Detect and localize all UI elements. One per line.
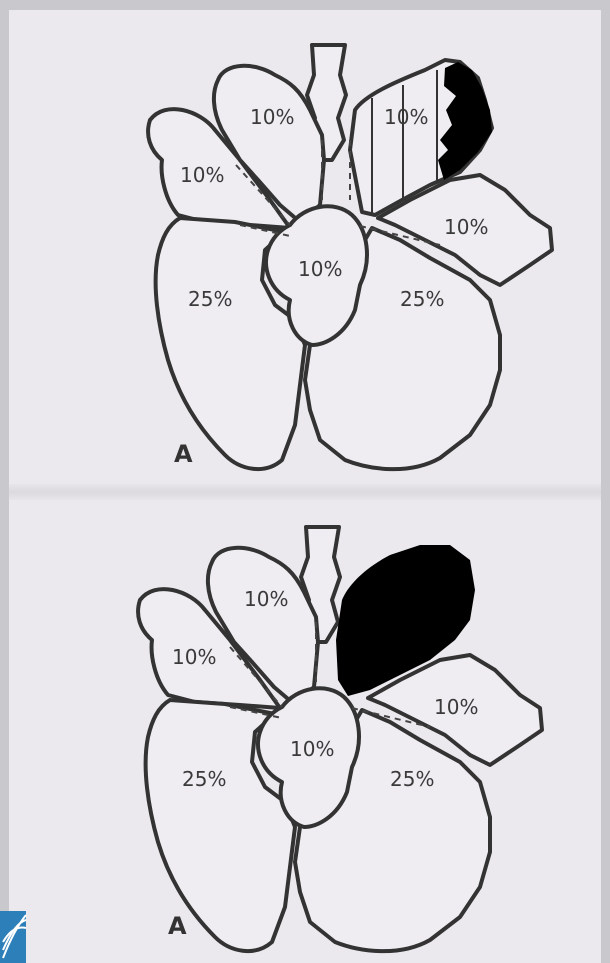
label-lower-right-pct: 25% — [390, 767, 434, 791]
label-center-pct: 10% — [298, 257, 342, 281]
label-lower-right-pct: 25% — [400, 287, 444, 311]
label-lower-left-pct: 25% — [188, 287, 232, 311]
label-right-mid-pct: 10% — [434, 695, 478, 719]
panel-label-top: A — [174, 440, 193, 468]
publisher-logo-icon — [0, 911, 26, 963]
label-left-mid-pct: 10% — [172, 645, 216, 669]
panel-label-bottom: A — [168, 912, 187, 940]
panel-bottom: 10% 10% 10% 10% 25% 25% A — [138, 527, 542, 951]
label-upper-left-pct: 10% — [250, 105, 294, 129]
label-left-mid-pct: 10% — [180, 163, 224, 187]
label-lower-left-pct: 25% — [182, 767, 226, 791]
label-upper-left-pct: 10% — [244, 587, 288, 611]
label-upper-right-pct: 10% — [384, 105, 428, 129]
label-center-pct: 10% — [290, 737, 334, 761]
panel-top: 10% 10% 10% 10% 10% 25% 25% A — [148, 45, 552, 469]
label-right-mid-pct: 10% — [444, 215, 488, 239]
